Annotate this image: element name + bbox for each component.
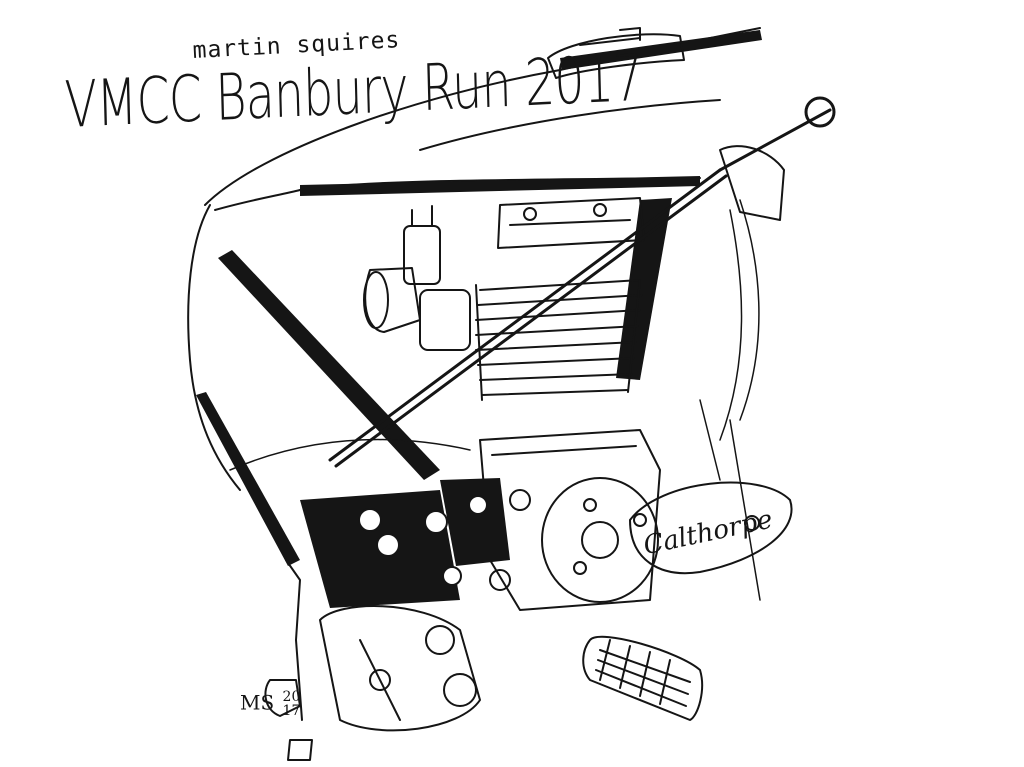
signature-date-bottom: 17 bbox=[282, 703, 301, 719]
filler-cap bbox=[547, 27, 685, 79]
handlebar-grip bbox=[582, 635, 704, 721]
cylinder-fins bbox=[475, 279, 643, 401]
engine-cover-lettering: Calthorpe bbox=[641, 505, 775, 562]
plate-bolts bbox=[358, 495, 488, 586]
control-rod bbox=[328, 96, 836, 468]
timing-cover bbox=[541, 477, 659, 603]
signature-date-top: 20 bbox=[282, 689, 301, 705]
signature-date: 20 17 bbox=[283, 690, 301, 718]
tank-stripes bbox=[196, 30, 762, 566]
carburettor bbox=[363, 205, 471, 351]
gearbox bbox=[319, 605, 481, 732]
kick-linkage bbox=[264, 559, 313, 761]
cylinder-head bbox=[497, 197, 645, 249]
engine-cover-lettering-text: Calthorpe bbox=[641, 505, 775, 562]
control-lever bbox=[719, 145, 785, 221]
control-cables bbox=[699, 199, 761, 601]
magneto-cover bbox=[629, 481, 793, 575]
mudguard-curve bbox=[229, 438, 471, 471]
signature-mark: MS bbox=[240, 690, 275, 715]
artist-signature: MS 20 17 bbox=[240, 690, 300, 718]
